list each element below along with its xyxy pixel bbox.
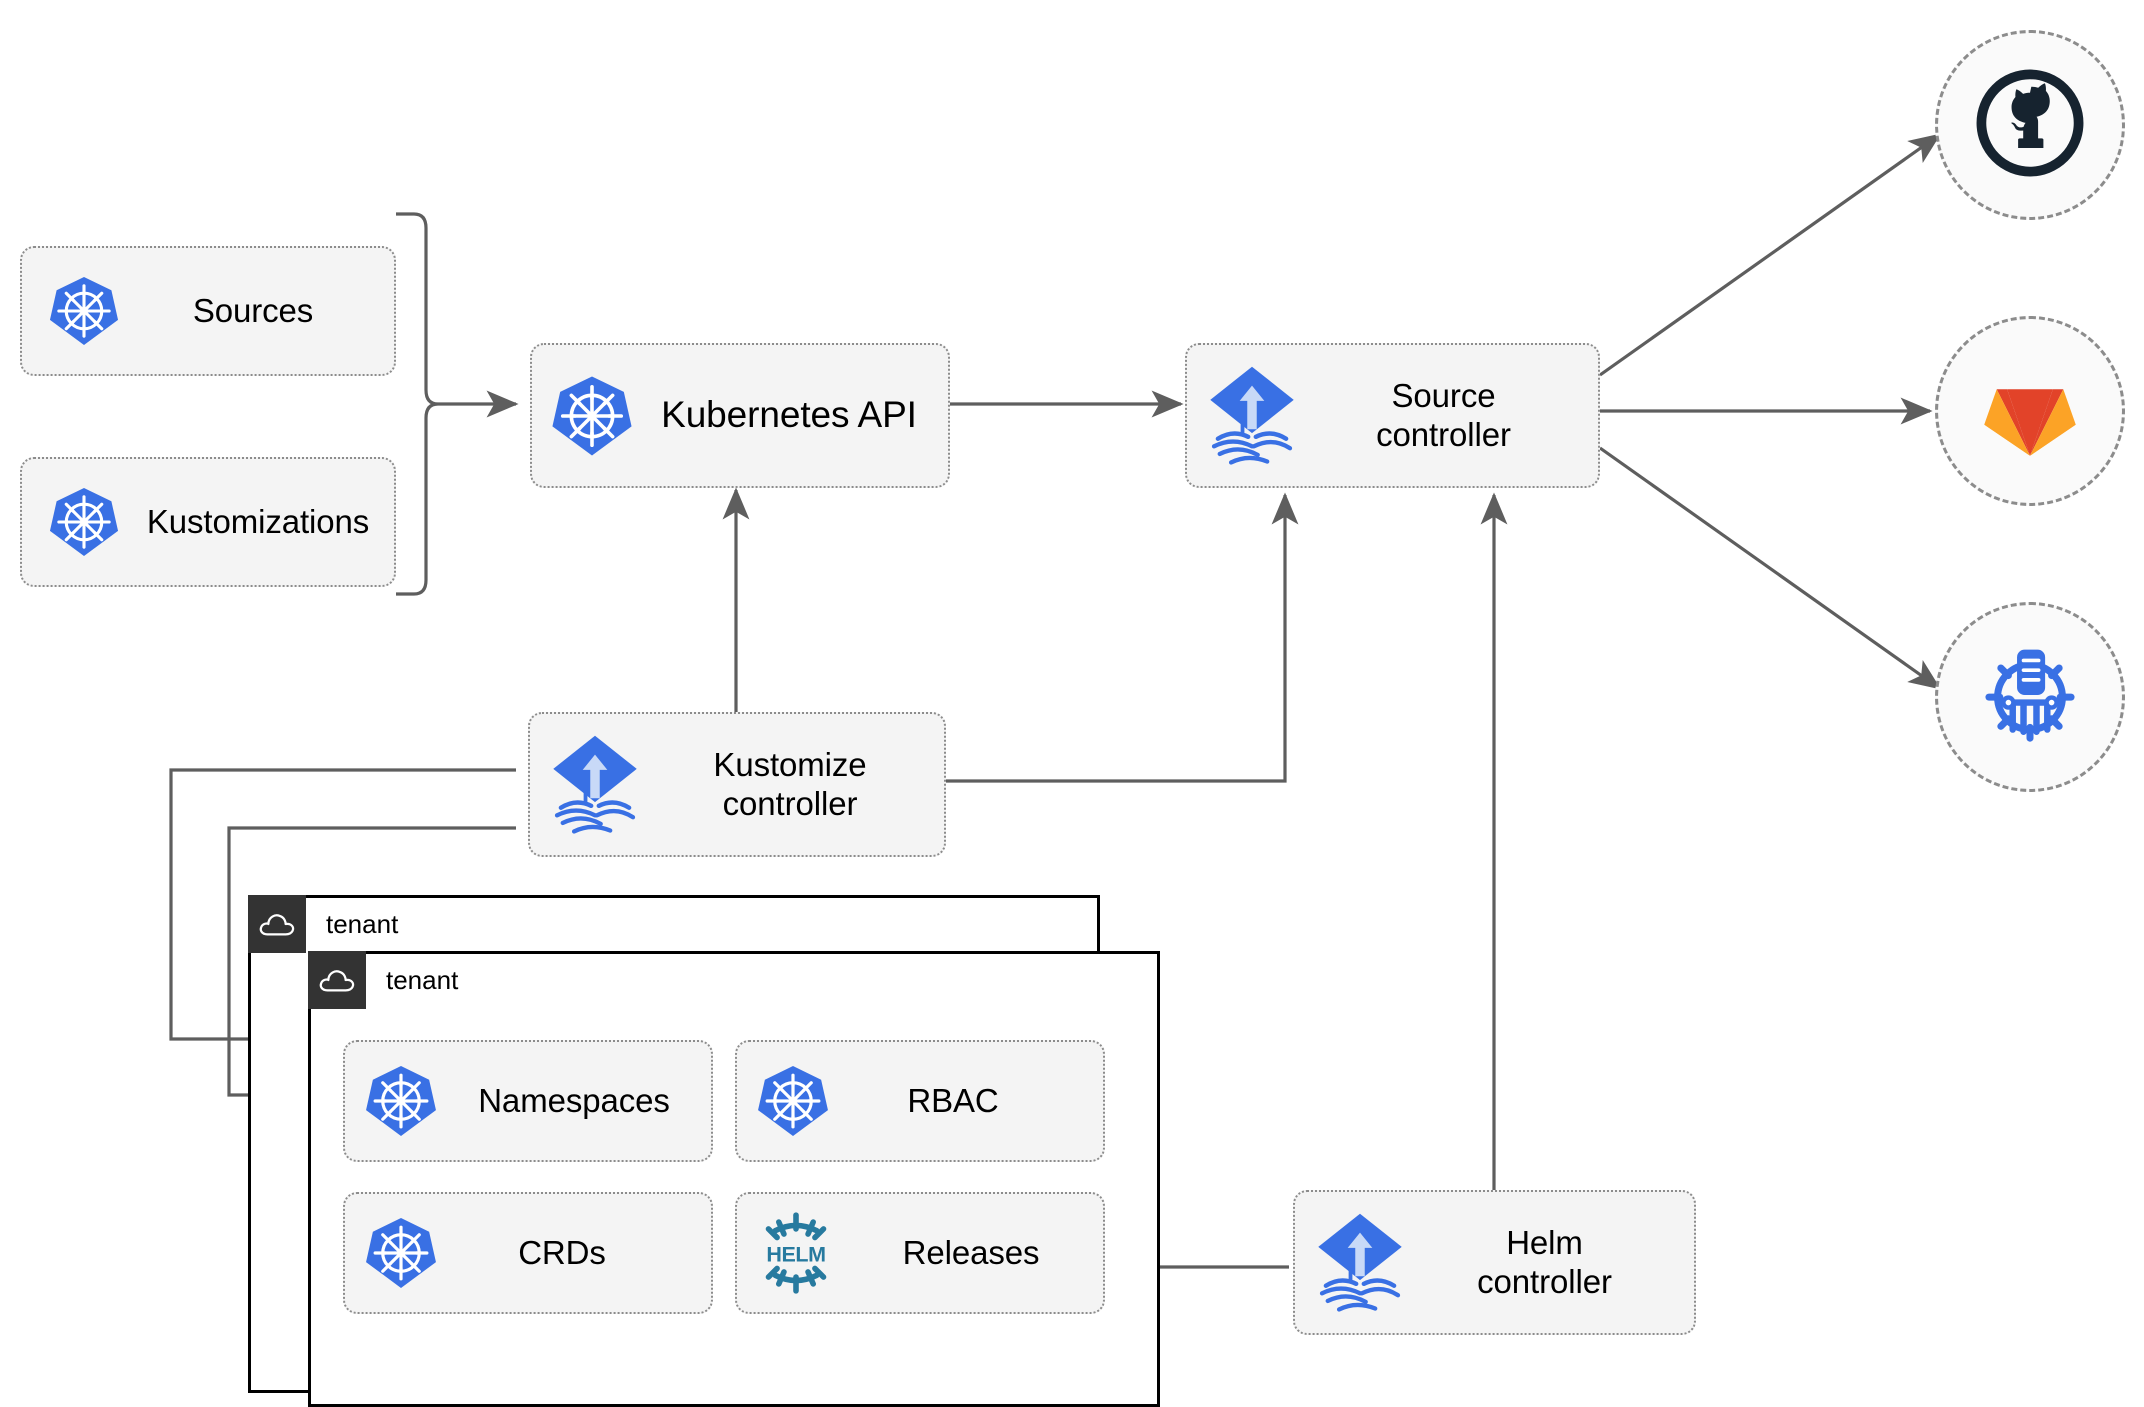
tenant-frame-inner: tenant [308,951,1160,1407]
kubernetes-icon [22,485,146,559]
cloud-icon [308,951,366,1009]
tenant-label: tenant [386,965,459,995]
tenant-resource-label: Namespaces [478,1081,670,1119]
flux-icon [530,730,660,840]
resource-card-label: Kustomizations [146,502,370,540]
flux-icon [1187,361,1317,471]
edge-kustomize-source [946,492,1299,783]
node-kustomize-controller[interactable]: Kustomize controller [528,712,946,857]
kubernetes-icon [22,274,146,348]
svg-text:HELM: HELM [766,1243,825,1267]
helm-icon: HELM [737,1210,855,1296]
node-kubernetes-api[interactable]: Kubernetes API [530,343,950,488]
edge-resources-bracket [396,212,439,596]
tenant-label: tenant [326,909,399,939]
tenant-resource-rbac[interactable]: RBAC [735,1040,1105,1162]
tenant-resource-label: CRDs [518,1233,606,1271]
edge-source-github [1599,133,1942,377]
tenant-resource-label: RBAC [907,1081,999,1119]
kubernetes-icon [737,1063,849,1139]
kubernetes-icon [345,1215,457,1291]
tenant-header: tenant [248,895,398,953]
github-icon [1976,69,2084,182]
cloud-icon [248,895,306,953]
tenant-resource-namespaces[interactable]: Namespaces [343,1040,713,1162]
tenant-resource-label: Releases [902,1233,1040,1271]
helm-repository-icon [1976,641,2084,754]
node-label: Kubernetes API [661,394,917,436]
node-helm-controller[interactable]: Helm controller [1293,1190,1696,1335]
kubernetes-icon [532,373,652,459]
provider-github[interactable] [1935,30,2125,220]
edge-source-helmrepo [1599,446,1942,690]
node-label: Source controller [1376,377,1511,453]
provider-helm-repository[interactable] [1935,602,2125,792]
gitlab-icon [1978,359,2082,464]
tenant-resource-releases[interactable]: HELM Releases [735,1192,1105,1314]
node-label: Kustomize controller [713,746,867,822]
resource-card-kustomizations[interactable]: Kustomizations [20,457,396,587]
node-label: Helm controller [1477,1224,1612,1300]
flux-icon [1295,1208,1425,1318]
resource-card-label: Sources [192,291,314,329]
tenant-resource-crds[interactable]: CRDs [343,1192,713,1314]
provider-gitlab[interactable] [1935,316,2125,506]
kubernetes-icon [345,1063,457,1139]
tenant-header: tenant [308,951,458,1009]
node-source-controller[interactable]: Source controller [1185,343,1600,488]
resource-card-sources[interactable]: Sources [20,246,396,376]
